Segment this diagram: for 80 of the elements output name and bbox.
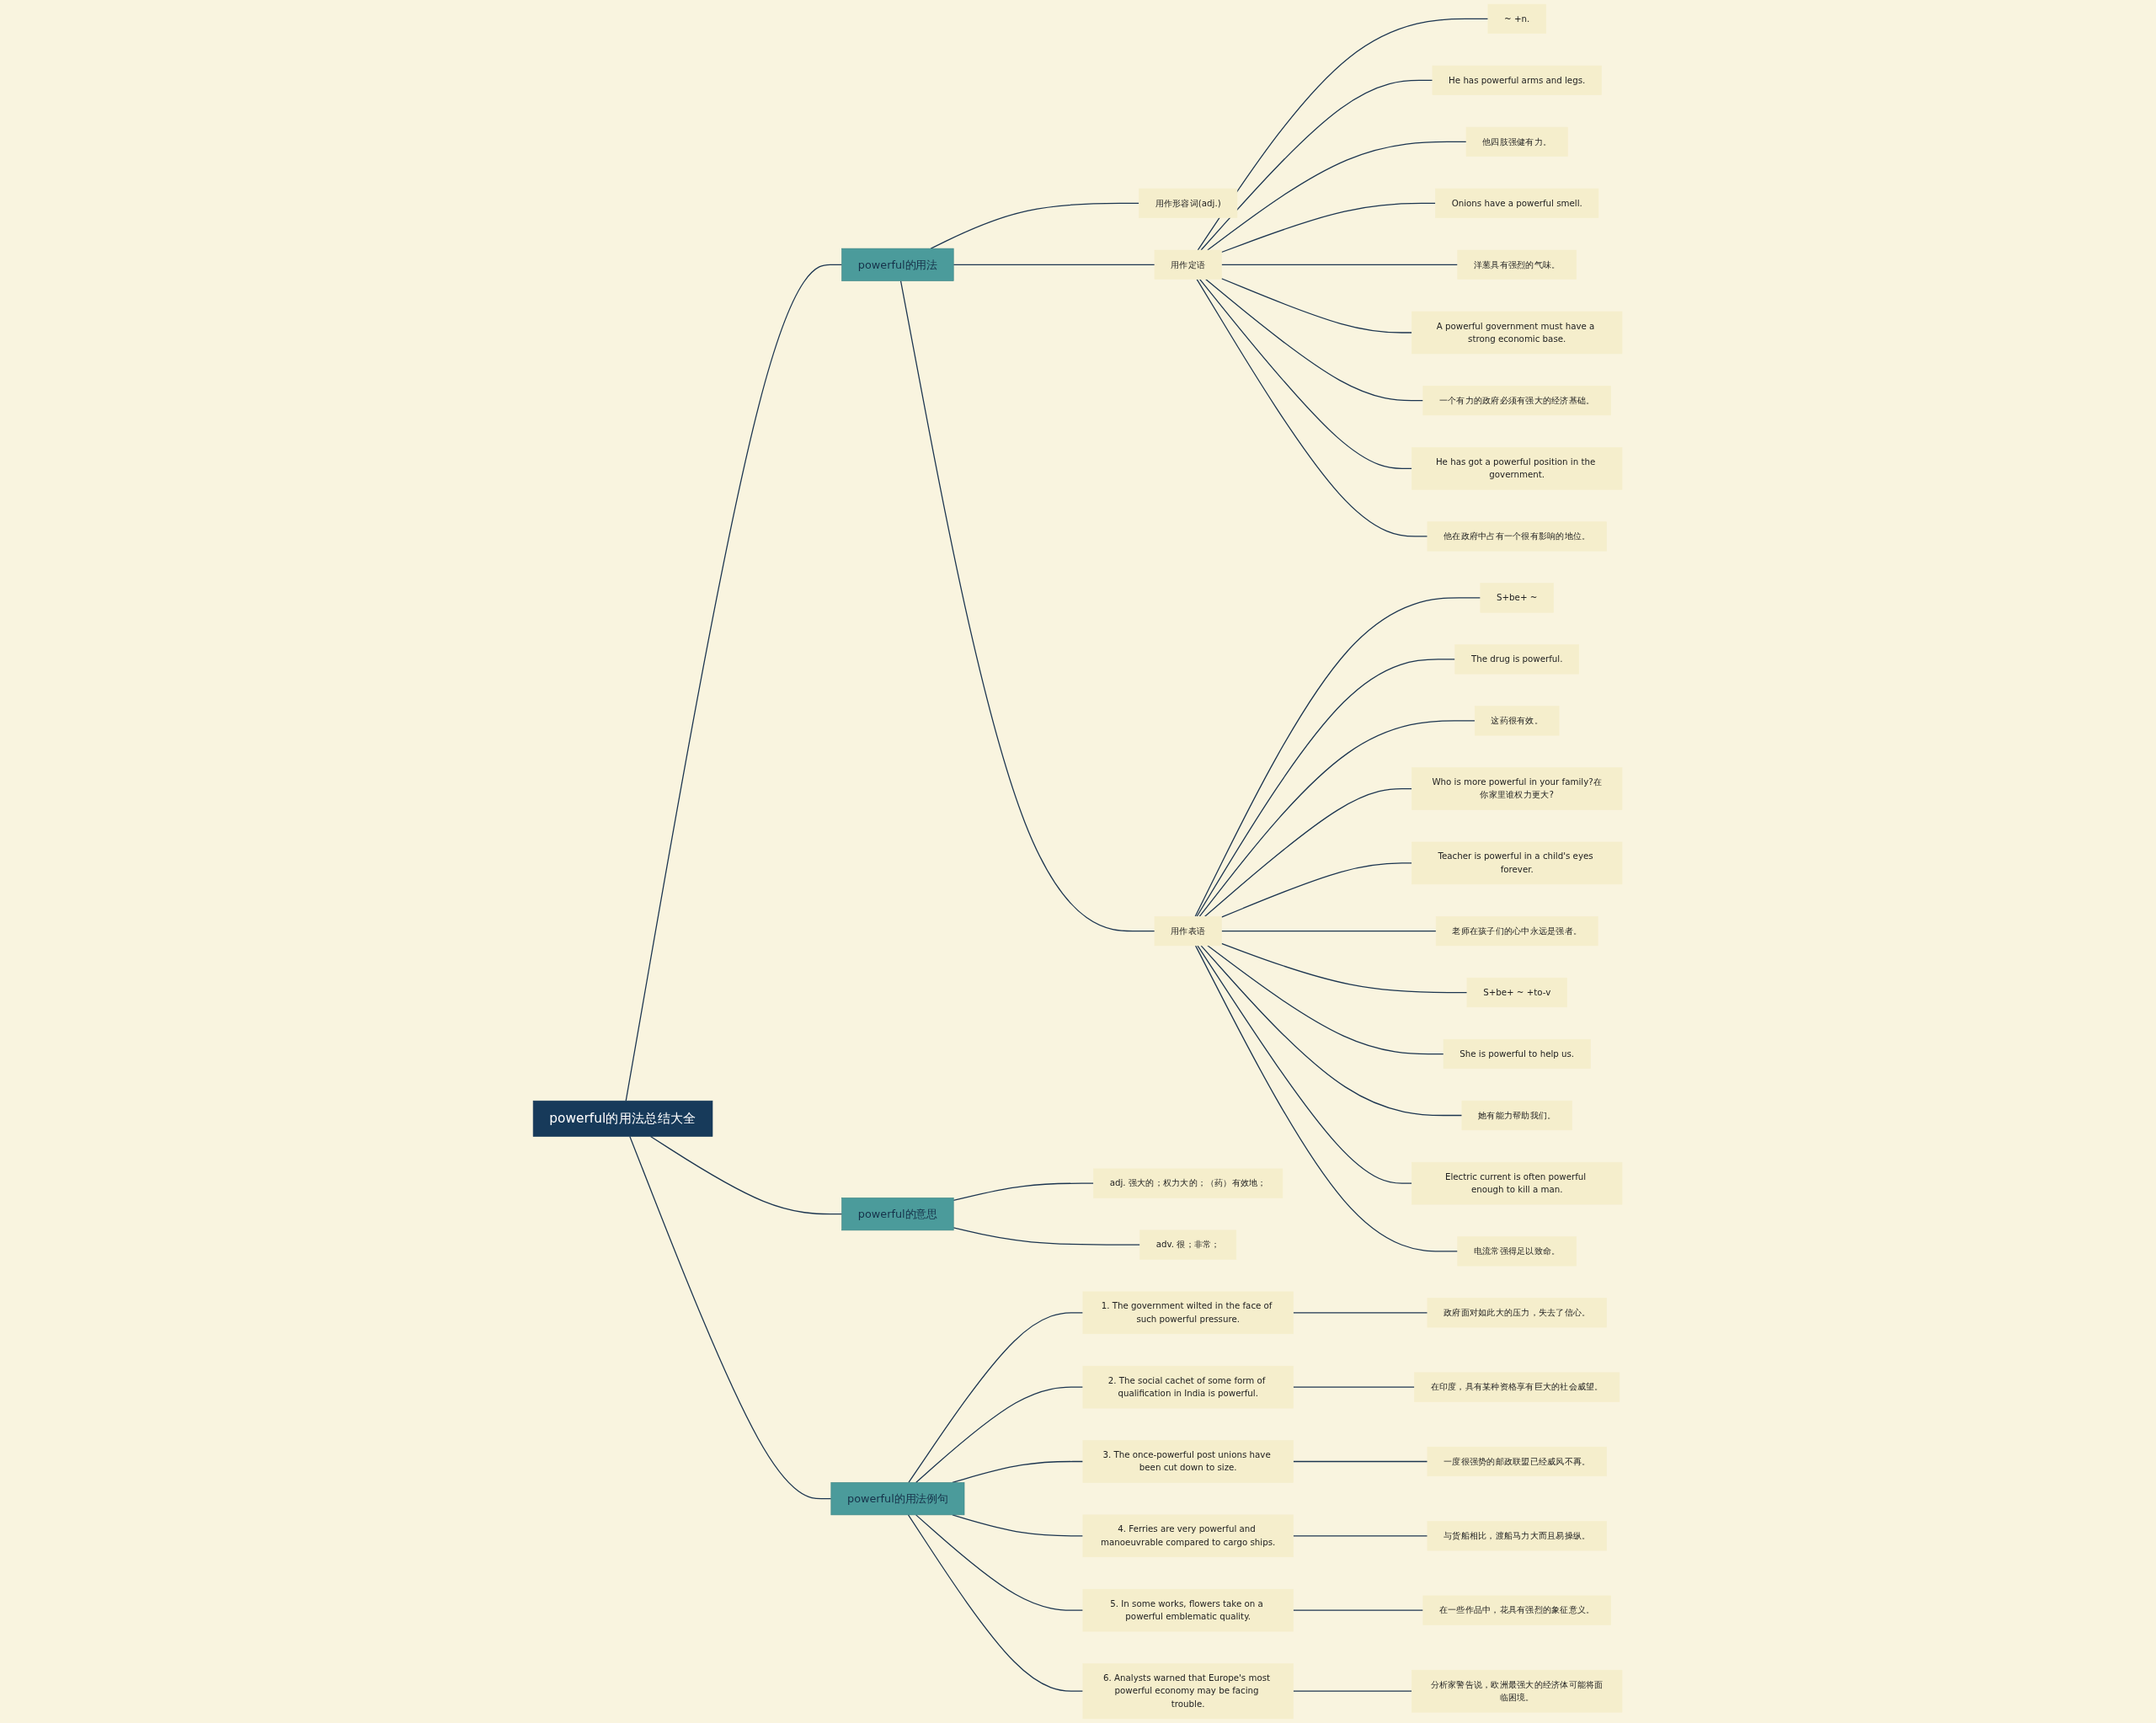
- node-box: adv. 很；非常；: [1139, 1230, 1237, 1260]
- connector: [1221, 930, 1438, 932]
- node-box: He has powerful arms and legs.: [1433, 65, 1603, 95]
- node-box: 在印度，具有某种资格享有巨大的社会威望。: [1414, 1372, 1620, 1402]
- node-box: powerful的意思: [841, 1198, 954, 1231]
- node-box: Who is more powerful in your family?在你家里谁权力更大?: [1412, 767, 1623, 810]
- connector: [1205, 278, 1424, 402]
- connector: [953, 1227, 1141, 1246]
- connector: [1293, 1609, 1424, 1611]
- node-box: powerful的用法例句: [830, 1482, 965, 1516]
- connector: [1198, 18, 1489, 251]
- node-box: 2. The social cachet of some form of qualification in India is powerful.: [1082, 1365, 1294, 1409]
- connector: [1293, 1386, 1416, 1388]
- connector: [1195, 945, 1459, 1252]
- connector: [1200, 945, 1463, 1117]
- node-box: The drug is powerful.: [1454, 644, 1580, 675]
- connector: [1207, 141, 1468, 251]
- node-box: S+be+ ~: [1480, 583, 1555, 613]
- node-box: 4. Ferries are very powerful and manoeuvrable compared to cargo ships.: [1082, 1514, 1294, 1558]
- connector: [1195, 597, 1481, 917]
- connector: [1221, 278, 1413, 333]
- node-box: Onions have a powerful smell.: [1435, 188, 1599, 218]
- node-box: Electric current is often powerful enough to kill a man.: [1412, 1161, 1623, 1205]
- node-box: 一个有力的政府必须有强大的经济基础。: [1422, 386, 1612, 416]
- node-box: 他在政府中占有一个很有影响的地位。: [1428, 521, 1608, 552]
- node-box: powerful的用法总结大全: [533, 1100, 713, 1137]
- connector: [915, 1514, 1084, 1611]
- node-box: A powerful government must have a strong economic base.: [1412, 311, 1623, 355]
- node-box: 他四肢强健有力。: [1466, 126, 1569, 157]
- connector: [1221, 862, 1413, 918]
- connector: [953, 1182, 1095, 1202]
- connector: [931, 202, 1140, 249]
- connector: [908, 1312, 1084, 1484]
- node-box: 这药很有效。: [1475, 706, 1560, 736]
- connector: [1196, 278, 1428, 537]
- node-box: She is powerful to help us.: [1444, 1038, 1592, 1070]
- node-box: 用作形容词(adj.): [1139, 188, 1238, 218]
- node-box: S+be+ ~ +to-v: [1467, 977, 1568, 1008]
- connector: [1199, 278, 1413, 469]
- connector: [908, 1514, 1084, 1692]
- connector: [900, 280, 1156, 932]
- connector: [1293, 1312, 1428, 1314]
- node-box: 1. The government wilted in the face of such powerful pressure.: [1082, 1291, 1294, 1335]
- node-box: 老师在孩子们的心中永远是强者。: [1436, 915, 1598, 947]
- node-box: 用作表语: [1155, 915, 1223, 947]
- node-box: 她有能力帮助我们。: [1462, 1100, 1573, 1131]
- connector: [629, 1135, 832, 1500]
- connector: [952, 1460, 1084, 1484]
- connector: [1293, 1535, 1428, 1537]
- node-box: 一度很强势的邮政联盟已经威风不再。: [1428, 1446, 1608, 1477]
- connector: [1200, 79, 1433, 251]
- connector: [1207, 945, 1445, 1055]
- node-box: 洋葱具有强烈的气味。: [1457, 249, 1577, 280]
- node-box: He has got a powerful position in the government.: [1412, 447, 1623, 490]
- connector: [1293, 1690, 1413, 1692]
- node-box: ~ +n.: [1488, 3, 1547, 34]
- node-box: 分析家警告说，欧洲最强大的经济体可能将面临困境。: [1412, 1669, 1623, 1713]
- connector: [626, 264, 843, 1102]
- node-box: 用作定语: [1155, 249, 1223, 280]
- connector: [1293, 1460, 1428, 1463]
- connector: [1221, 264, 1459, 265]
- connector: [1221, 942, 1468, 994]
- node-box: powerful的用法: [841, 248, 954, 281]
- connector: [1221, 202, 1437, 253]
- node-box: adj. 强大的；权力大的；（药）有效地；: [1093, 1168, 1283, 1198]
- connector: [1198, 720, 1476, 917]
- node-box: Teacher is powerful in a child's eyes forever.: [1412, 841, 1623, 885]
- connector: [915, 1386, 1084, 1484]
- node-box: 与货船相比，渡船马力大而且易操纵。: [1428, 1521, 1608, 1551]
- node-box: 在一些作品中，花具有强烈的象征意义。: [1422, 1595, 1612, 1625]
- node-box: 3. The once-powerful post unions have been cut down to size.: [1082, 1440, 1294, 1483]
- connector: [650, 1135, 843, 1215]
- connector: [1197, 945, 1413, 1184]
- node-box: 电流常强得足以致命。: [1457, 1236, 1577, 1267]
- node-box: 6. Analysts warned that Europe's most powerful economy may be facing trouble.: [1082, 1663, 1294, 1720]
- connector: [1196, 659, 1456, 917]
- node-box: 5. In some works, flowers take on a powerful emblematic quality.: [1082, 1588, 1294, 1632]
- connector: [953, 264, 1156, 265]
- connector: [1204, 787, 1413, 917]
- node-box: 政府面对如此大的压力，失去了信心。: [1428, 1298, 1608, 1328]
